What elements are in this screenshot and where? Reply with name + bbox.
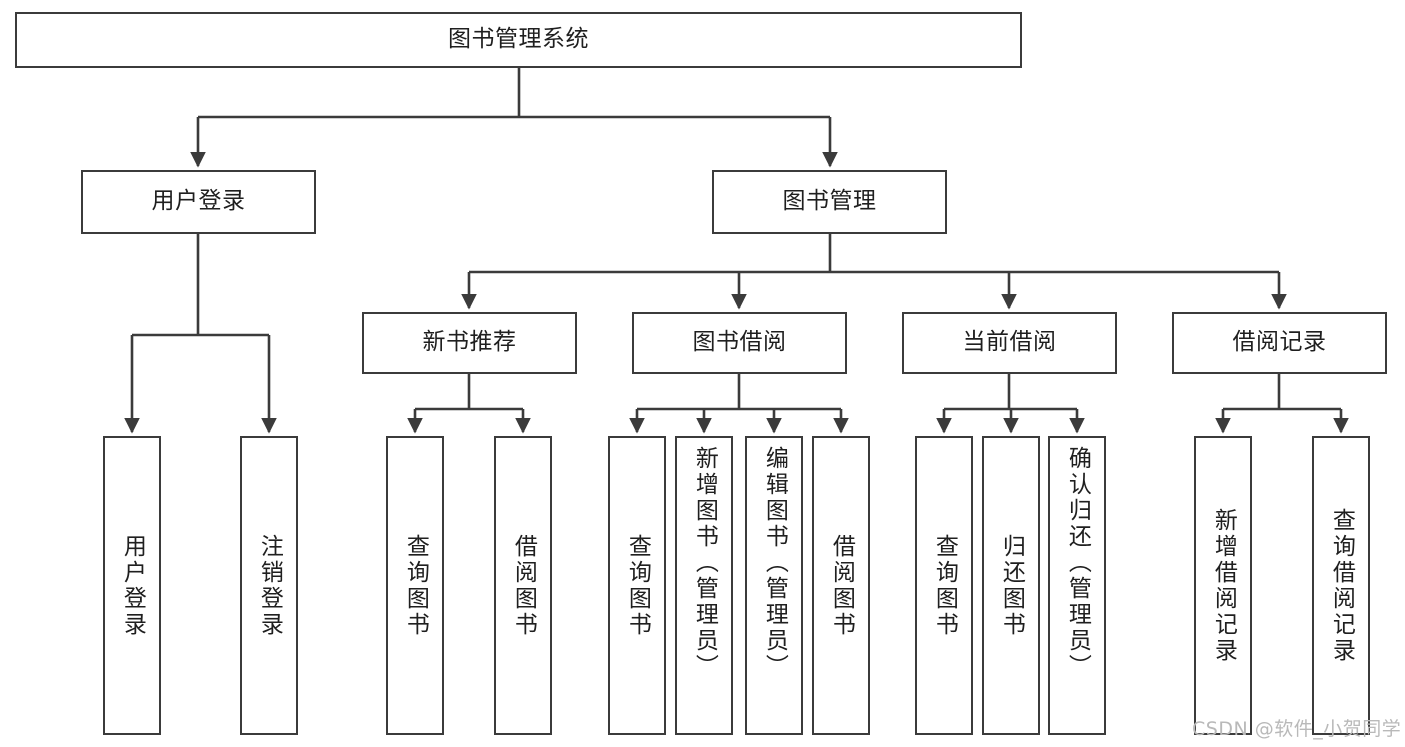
node-new-book-recommendation[interactable]: 新书推荐 <box>362 312 577 374</box>
node-borrowing-record[interactable]: 借阅记录 <box>1172 312 1387 374</box>
leaf-new-book-borrow-book[interactable]: 借阅图书 <box>494 436 552 735</box>
csdn-watermark: CSDN @软件_小贺同学 <box>1192 718 1402 740</box>
node-label: 注销登录 <box>256 533 283 638</box>
node-label: 确认归还（管理员） <box>1064 446 1091 680</box>
leaf-book-borrow-edit-book-admin[interactable]: 编辑图书（管理员） <box>745 436 803 735</box>
node-label: 查询图书 <box>402 533 429 638</box>
node-label: 借阅图书 <box>510 533 537 638</box>
leaf-current-borrow-return-book[interactable]: 归还图书 <box>982 436 1040 735</box>
node-label: 图书管理系统 <box>448 26 589 53</box>
node-current-borrowing[interactable]: 当前借阅 <box>902 312 1117 374</box>
leaf-new-book-query-book[interactable]: 查询图书 <box>386 436 444 735</box>
leaf-borrow-record-query-record[interactable]: 查询借阅记录 <box>1312 436 1370 735</box>
leaf-logout[interactable]: 注销登录 <box>240 436 298 735</box>
node-label: 用户登录 <box>151 188 246 215</box>
node-label: 用户登录 <box>119 533 146 638</box>
node-label: 归还图书 <box>998 533 1025 638</box>
leaf-book-borrow-add-book-admin[interactable]: 新增图书（管理员） <box>675 436 733 735</box>
leaf-current-borrow-confirm-return-admin[interactable]: 确认归还（管理员） <box>1048 436 1106 735</box>
node-label: 借阅记录 <box>1232 329 1327 356</box>
node-label: 图书借阅 <box>692 329 787 356</box>
node-label: 查询图书 <box>931 533 958 638</box>
node-root-book-management-system[interactable]: 图书管理系统 <box>15 12 1022 68</box>
node-label: 当前借阅 <box>962 329 1057 356</box>
node-label: 新增借阅记录 <box>1210 507 1237 664</box>
node-book-management[interactable]: 图书管理 <box>712 170 947 234</box>
leaf-user-login[interactable]: 用户登录 <box>103 436 161 735</box>
leaf-current-borrow-query-book[interactable]: 查询图书 <box>915 436 973 735</box>
node-book-borrowing[interactable]: 图书借阅 <box>632 312 847 374</box>
node-label: 查询图书 <box>624 533 651 638</box>
node-label: 查询借阅记录 <box>1328 507 1355 664</box>
leaf-book-borrow-query-book[interactable]: 查询图书 <box>608 436 666 735</box>
node-user-login[interactable]: 用户登录 <box>81 170 316 234</box>
node-label: 图书管理 <box>782 188 877 215</box>
node-label: 新书推荐 <box>422 329 517 356</box>
leaf-book-borrow-borrow-book[interactable]: 借阅图书 <box>812 436 870 735</box>
node-label: 新增图书（管理员） <box>691 446 718 680</box>
node-label: 编辑图书（管理员） <box>761 446 788 680</box>
node-label: 借阅图书 <box>828 533 855 638</box>
leaf-borrow-record-add-record[interactable]: 新增借阅记录 <box>1194 436 1252 735</box>
